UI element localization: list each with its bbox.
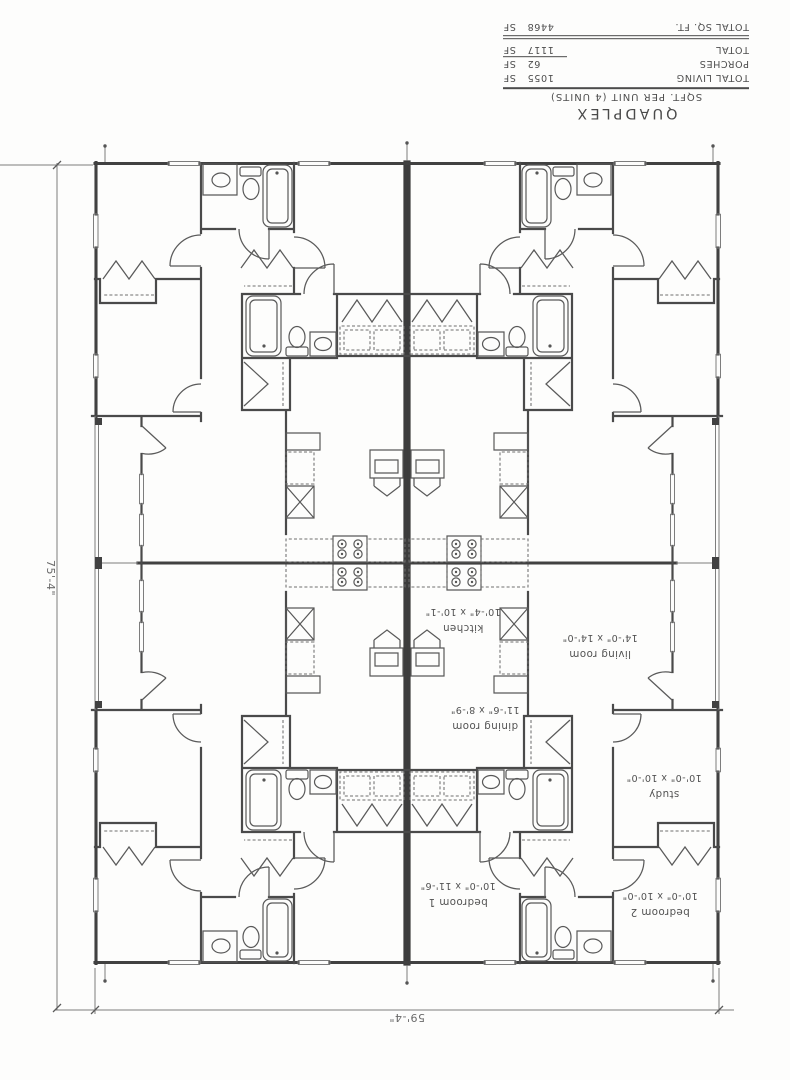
study-label: study <box>649 788 680 800</box>
title-block: QUADPLEX SQFT. PER UNIT (4 UNITS) TOTAL … <box>503 20 749 121</box>
dining-room-size-label: 11'-6" x 8'-9" <box>451 704 520 715</box>
centerline-ticks <box>105 144 713 982</box>
plan-title: QUADPLEX <box>574 105 678 122</box>
bedroom-1-label: bedroom 1 <box>428 896 487 908</box>
plan-subtitle: SQFT. PER UNIT (4 UNITS) <box>549 91 703 103</box>
kitchen-label: kitchen <box>443 622 484 634</box>
overall-height-dimension: 75'-4" <box>44 560 57 596</box>
unit-upper-left <box>92 162 407 565</box>
bedroom-2-size-label: 10'-0" x 10'-0" <box>622 890 697 901</box>
dimension-ticks <box>53 161 723 1014</box>
study-size-label: 10'-0" x 10'-0" <box>626 772 701 783</box>
dining-room-label: dining room <box>452 720 518 732</box>
overall-width-dimension: 59'-4" <box>389 1011 425 1024</box>
living-room-label: living room <box>569 648 631 660</box>
bedroom-1-size-label: 10'-0" x 11'-6" <box>420 880 495 891</box>
area-row-total: TOTAL 1117 SF <box>503 42 749 58</box>
unit-lower-left <box>92 562 407 965</box>
unit-upper-right <box>407 162 722 565</box>
bedroom-2-label: bedroom 2 <box>630 906 689 918</box>
area-row-total-living: TOTAL LIVING 1055 SF <box>503 72 749 84</box>
dimension-lines <box>0 163 734 1014</box>
double-rule <box>503 35 749 40</box>
area-row-grand-total: TOTAL SQ. FT. 4468 SF <box>503 21 749 33</box>
living-room-size-label: 14'-0" x 14'-0" <box>562 632 637 643</box>
rule <box>503 87 749 90</box>
area-row-porches: PORCHES 62 SF <box>503 58 749 70</box>
kitchen-size-label: 10'-4" x 10'-1" <box>425 606 500 617</box>
